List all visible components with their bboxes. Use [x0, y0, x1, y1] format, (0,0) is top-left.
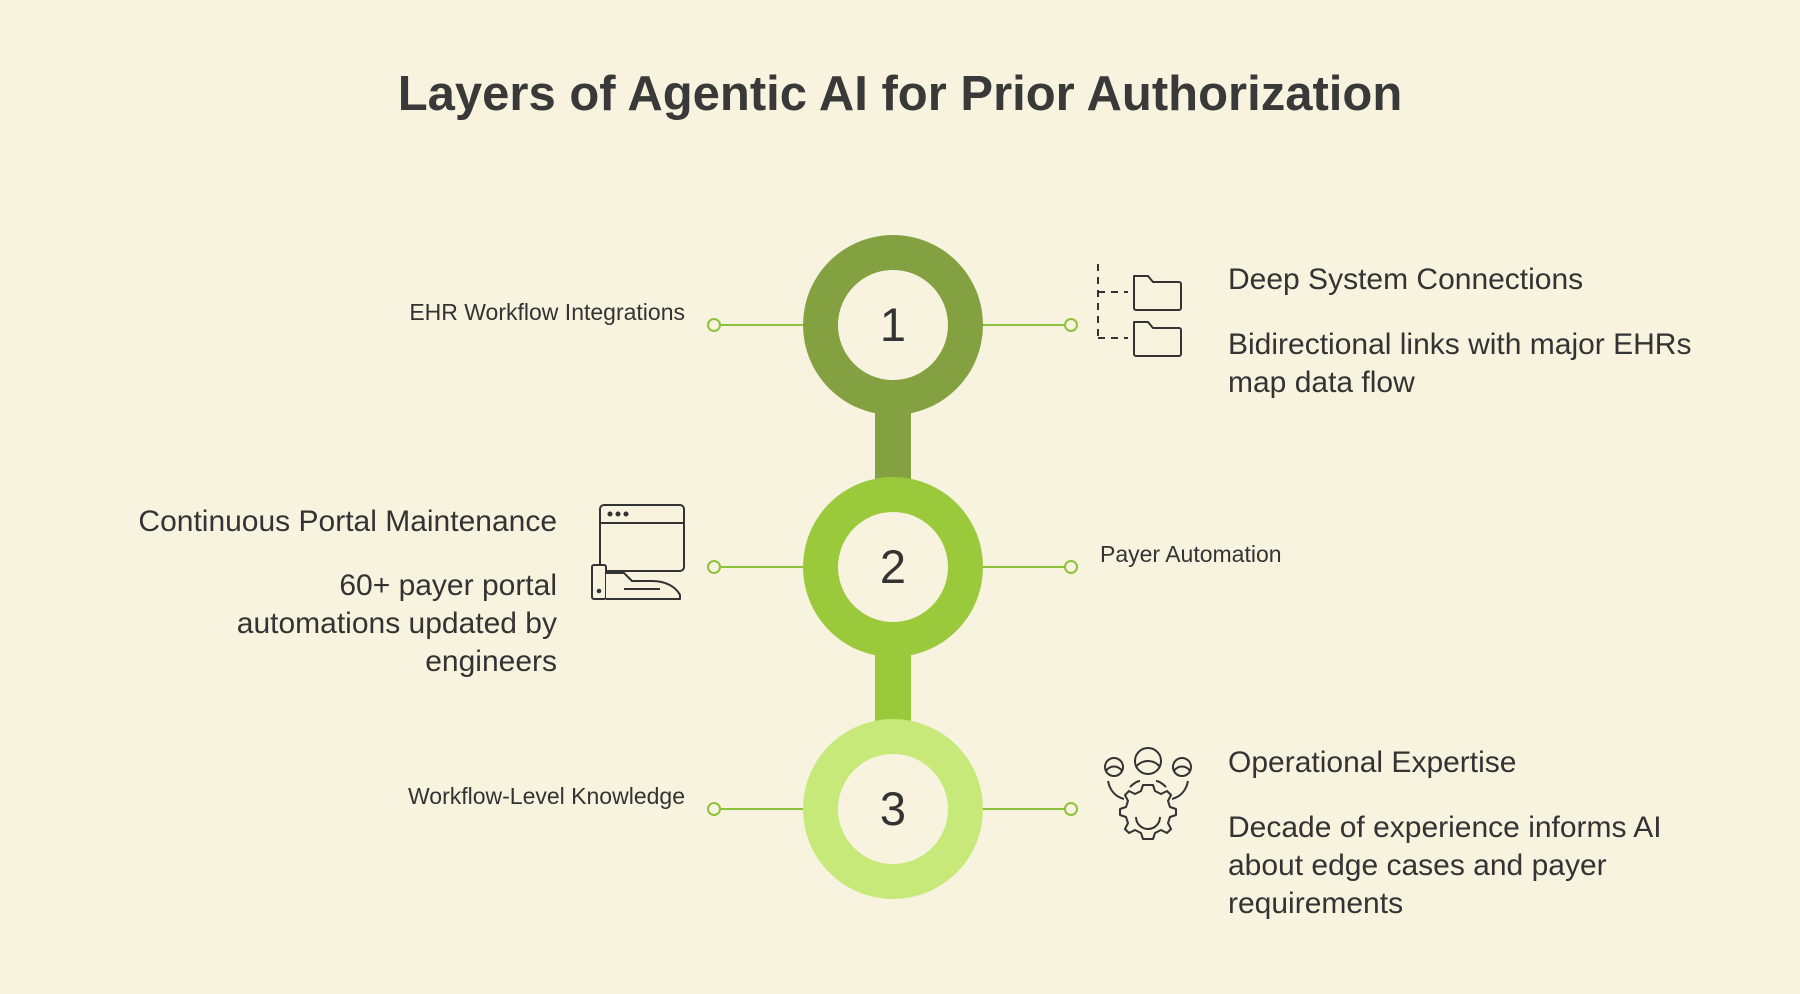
- folder-hierarchy-icon: [1097, 264, 1182, 357]
- layer-2-side-label: Payer Automation: [1100, 541, 1282, 567]
- layer-2-description: 60+ payer portal automations updated by …: [236, 569, 557, 678]
- layer-1-side-label: EHR Workflow Integrations: [409, 299, 685, 325]
- connector-bar-2-3: [875, 648, 911, 728]
- layer-1-right-dot: [1064, 318, 1078, 332]
- layer-2-right-dot: [1064, 560, 1078, 574]
- layer-1-node: 1: [707, 235, 1078, 415]
- layer-3-number: 3: [880, 782, 906, 835]
- layer-3-side-label: Workflow-Level Knowledge: [408, 783, 685, 809]
- layer-3-node: 3: [707, 719, 1078, 899]
- layer-3-ring-center: [838, 754, 948, 864]
- layer-1-left-dot: [707, 318, 721, 332]
- layer-3-description: Decade of experience informs AI about ed…: [1228, 811, 1662, 920]
- team-gear-icon: [1104, 747, 1192, 840]
- layer-1-heading: Deep System Connections: [1228, 263, 1584, 296]
- layer-3-heading: Operational Expertise: [1228, 746, 1517, 779]
- connector-bar-1-2: [875, 405, 911, 485]
- layer-2-node: 2: [707, 477, 1078, 657]
- layer-1-number: 1: [880, 298, 906, 351]
- layer-2-left-dot: [707, 560, 721, 574]
- layer-1-ring-center: [838, 270, 948, 380]
- layer-2-number: 2: [880, 540, 906, 593]
- layer-2-heading: Continuous Portal Maintenance: [138, 505, 557, 538]
- page-title: Layers of Agentic AI for Prior Authoriza…: [397, 67, 1403, 121]
- layer-3-right-dot: [1064, 802, 1078, 816]
- layer-1-description: Bidirectional links with major EHRs map …: [1228, 328, 1692, 399]
- browser-hand-icon: [591, 504, 685, 600]
- layer-2-ring-center: [838, 512, 948, 622]
- layer-3-left-dot: [707, 802, 721, 816]
